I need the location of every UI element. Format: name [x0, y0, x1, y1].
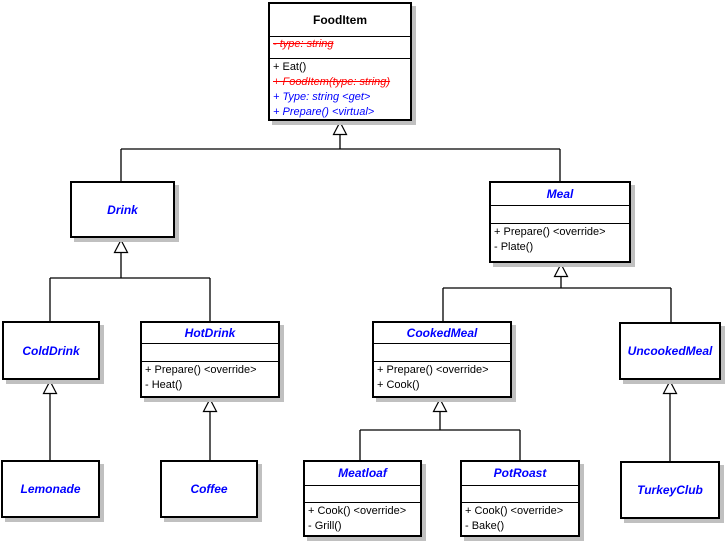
generalization-arrow-cookedmeal: [432, 397, 448, 413]
class-meatloaf-name: Meatloaf: [305, 462, 420, 486]
class-lemonade[interactable]: Lemonade: [1, 460, 100, 518]
class-meatloaf-methods: + Cook() <override> - Grill(): [305, 503, 420, 535]
generalization-arrow-drink: [113, 238, 129, 254]
class-potroast[interactable]: PotRoast + Cook() <override> - Bake(): [460, 460, 580, 537]
class-meatloaf[interactable]: Meatloaf + Cook() <override> - Grill(): [303, 460, 422, 537]
class-cookedmeal-fields: [374, 344, 510, 362]
generalization-arrow-hotdrink: [202, 397, 218, 413]
member-row: + Prepare() <override>: [377, 364, 489, 376]
class-meal[interactable]: Meal + Prepare() <override> - Plate(): [489, 181, 631, 263]
class-cookedmeal[interactable]: CookedMeal + Prepare() <override> + Cook(…: [372, 321, 512, 398]
class-fooditem[interactable]: FoodItem - type: string + Eat() + FoodIte…: [268, 2, 412, 121]
class-hotdrink-name: HotDrink: [142, 323, 278, 344]
class-uncookedmeal[interactable]: UncookedMeal: [619, 322, 721, 380]
member-row: - Grill(): [308, 520, 342, 532]
class-potroast-name: PotRoast: [462, 462, 578, 486]
class-fooditem-name: FoodItem: [270, 4, 410, 37]
member-row: + Eat(): [273, 61, 307, 73]
edge-meal-children: [442, 276, 672, 323]
generalization-arrow-colddrink: [42, 379, 58, 395]
class-meal-fields: [491, 206, 629, 224]
edge-drink-children: [49, 252, 211, 322]
class-turkeyclub-name: TurkeyClub: [637, 483, 703, 497]
class-colddrink-name: ColdDrink: [22, 343, 80, 358]
class-drink-name: Drink: [107, 202, 138, 217]
class-potroast-fields: [462, 486, 578, 503]
member-row: - Heat(): [145, 379, 183, 391]
generalization-arrow-fooditem: [332, 120, 348, 136]
class-hotdrink-fields: [142, 344, 278, 362]
member-row: - Plate(): [494, 241, 534, 253]
member-row: - type: string: [273, 38, 334, 50]
member-row: + FoodItem(type: string): [273, 76, 391, 88]
class-hotdrink-methods: + Prepare() <override> - Heat(): [142, 362, 278, 396]
member-row: + Cook(): [377, 379, 420, 391]
member-row: + Prepare() <virtual>: [273, 106, 375, 118]
generalization-arrow-meal: [553, 262, 569, 278]
generalization-arrow-uncookedmeal: [662, 379, 678, 395]
class-lemonade-name: Lemonade: [20, 482, 81, 496]
member-row: + Type: string <get>: [273, 91, 371, 103]
class-meal-name: Meal: [491, 183, 629, 206]
member-row: + Prepare() <override>: [494, 226, 606, 238]
class-fooditem-fields: - type: string: [270, 37, 410, 59]
edge-cookedmeal-children: [359, 411, 521, 461]
class-uncookedmeal-name: UncookedMeal: [627, 344, 713, 358]
class-drink[interactable]: Drink: [70, 181, 175, 238]
member-row: + Cook() <override>: [308, 505, 407, 517]
edge-fooditem-children: [120, 135, 561, 182]
class-cookedmeal-name: CookedMeal: [374, 323, 510, 344]
class-fooditem-methods: + Eat() + FoodItem(type: string) + Type: s…: [270, 59, 410, 119]
member-row: + Prepare() <override>: [145, 364, 257, 376]
class-turkeyclub[interactable]: TurkeyClub: [620, 461, 720, 519]
class-cookedmeal-methods: + Prepare() <override> + Cook(): [374, 362, 510, 396]
class-meatloaf-fields: [305, 486, 420, 503]
member-row: - Bake(): [465, 520, 505, 532]
class-colddrink[interactable]: ColdDrink: [2, 321, 100, 380]
class-coffee-name: Coffee: [190, 482, 228, 496]
class-potroast-methods: + Cook() <override> - Bake(): [462, 503, 578, 535]
class-hotdrink[interactable]: HotDrink + Prepare() <override> - Heat(): [140, 321, 280, 398]
class-meal-methods: + Prepare() <override> - Plate(): [491, 224, 629, 261]
class-coffee[interactable]: Coffee: [160, 460, 258, 518]
member-row: + Cook() <override>: [465, 505, 564, 517]
